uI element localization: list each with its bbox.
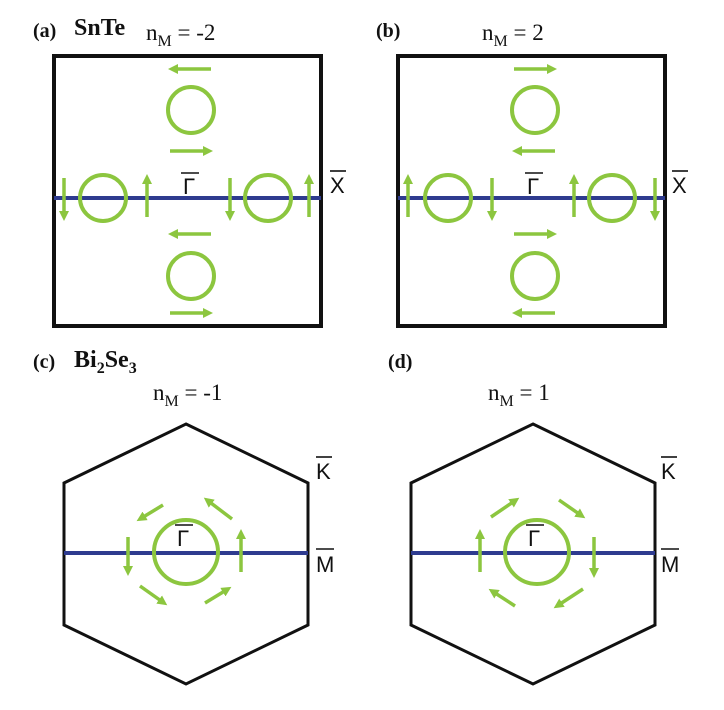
panel-c-spin-arrow [136,503,164,522]
panel-c-k-label: K [316,459,331,484]
panel-a-nm-label: nM = -2 [146,20,215,50]
panel-a-tag: (a) [33,20,56,42]
panel-c-spin-arrow [204,586,232,605]
panel-b-fermi-pocket-top [510,85,560,135]
panel-a: (a) SnTe nM = -2 Γ X [33,15,346,328]
panel-c-fermi-circle [152,518,220,586]
panel-d: (d) nM = 1 Γ K M [388,351,679,686]
panel-a-fermi-pocket-bottom [166,251,216,301]
panel-a-gamma-label: Γ [183,174,195,199]
panel-d-spin-arrow [558,498,586,519]
panel-d-spin-arrow [490,497,520,519]
panel-b-nm-label: nM = 2 [482,20,544,50]
panel-d-tag: (d) [388,351,412,373]
panel-c-spin-arrow [138,584,168,606]
panel-c-material: Bi2Se3 [74,347,137,377]
panel-c-brillouin-zone [62,422,310,686]
panel-a-x-label: X [330,173,345,198]
panel-d-m-label: M [661,552,679,577]
panel-d-spin-arrow [488,588,516,608]
panel-b-x-label: X [672,173,687,198]
panel-a-material: SnTe [74,15,126,41]
panel-c-nm-label: nM = -1 [153,380,222,410]
panel-a-fermi-pocket-top [166,85,216,135]
panel-b-gamma-label: Γ [527,174,539,199]
panel-d-fermi-circle [503,518,571,586]
panel-d-brillouin-zone [409,422,657,686]
panel-a-fermi-pocket-left [78,173,128,223]
panel-b-fermi-pocket-bottom [510,251,560,301]
panel-b-fermi-pocket-right [587,173,637,223]
panel-d-spin-arrow [553,587,584,609]
panel-c-spin-arrow [203,497,234,521]
panel-b-brillouin-zone [396,54,667,328]
panel-c-tag: (c) [33,351,55,373]
panel-a-fermi-pocket-right [243,173,293,223]
panel-b: (b) nM = 2 Γ X [376,20,688,328]
panel-d-gamma-label: Γ [528,526,540,551]
panel-a-brillouin-zone [52,54,323,328]
panel-c-m-label: M [316,552,334,577]
panel-b-fermi-pocket-left [423,173,473,223]
panel-d-k-label: K [661,459,676,484]
panel-c-gamma-label: Γ [177,526,189,551]
panel-b-tag: (b) [376,20,400,42]
panel-d-nm-label: nM = 1 [488,380,550,410]
panel-c: (c) Bi2Se3 nM = -1 Γ K M [33,347,334,686]
